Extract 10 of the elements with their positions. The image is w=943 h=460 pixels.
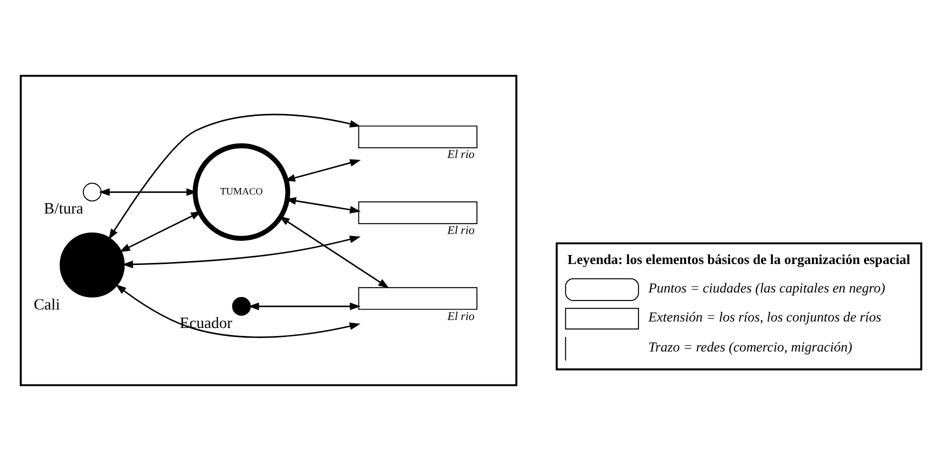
legend-label: Extensión = los ríos, los conjuntos de ríos bbox=[648, 308, 882, 324]
legend-label: Puntos = ciudades (las capitales en negro) bbox=[648, 280, 886, 295]
node-label: Ecuador bbox=[180, 314, 232, 332]
node-label: B/tura bbox=[44, 200, 84, 218]
legend-label: Trazo = redes (comercio, migración) bbox=[648, 338, 852, 354]
node-label: El rio bbox=[447, 222, 475, 237]
label: Leyenda: los elementos básicos de la organización espacial bbox=[568, 252, 910, 267]
node-label: El rio bbox=[447, 308, 475, 322]
node-label: El rio bbox=[447, 146, 475, 161]
node-label: Cali bbox=[34, 296, 60, 314]
